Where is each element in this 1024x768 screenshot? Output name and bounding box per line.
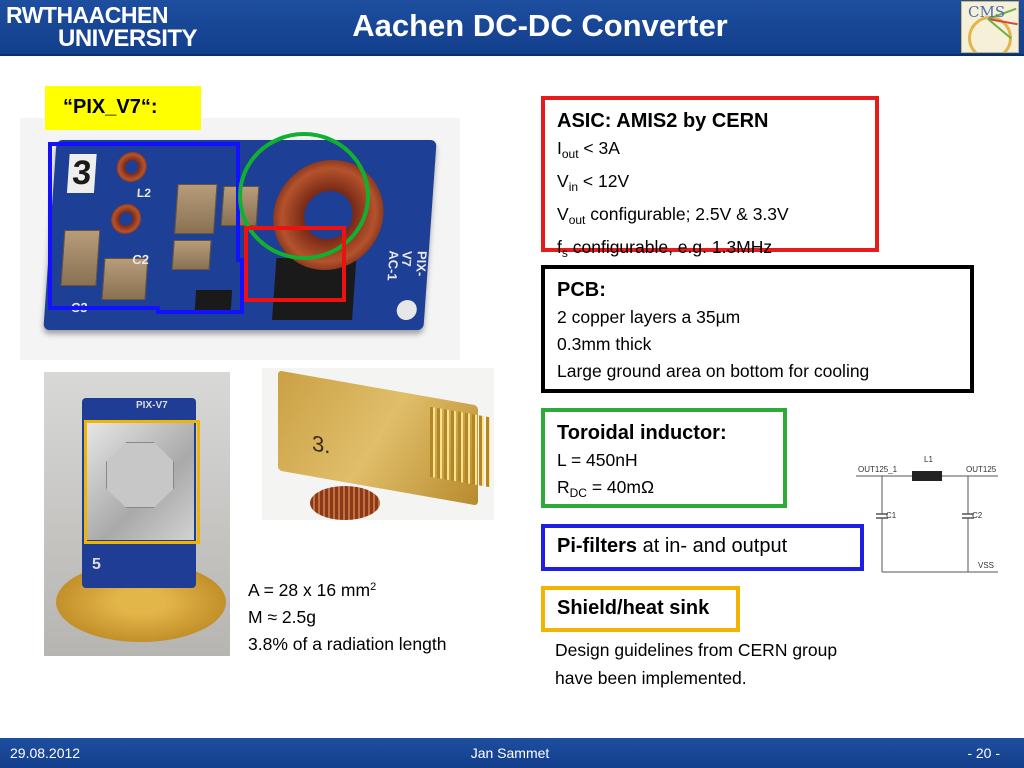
cms-logo-text: CMS: [968, 3, 1006, 21]
asic-title: ASIC: AMIS2 by CERN: [557, 110, 769, 132]
fs-line: fs configurable, e.g. 1.3MHz: [557, 234, 865, 267]
vin-subscript: in: [568, 180, 579, 194]
fs-value: configurable, e.g. 1.3MHz: [567, 237, 773, 257]
rwth-aachen-logo: RWTHAACHEN UNIVERSITY: [6, 2, 202, 52]
shield-outline: [84, 420, 200, 544]
silkscreen-3: 3.: [312, 430, 331, 459]
schematic-label-out-left: OUT125_1: [858, 465, 898, 474]
silkscreen-5: 5: [92, 556, 101, 573]
inductor-title: Toroidal inductor:: [557, 422, 727, 444]
silkscreen-pix-v7: PIX-V7: [136, 400, 168, 411]
schematic-label-c1: C1: [886, 511, 897, 520]
radiation-spec: 3.8% of a radiation length: [248, 634, 447, 654]
fs-subscript: s: [561, 246, 568, 260]
area-exponent: 2: [370, 581, 377, 593]
mass-label: M: [248, 607, 268, 627]
slide-footer: 29.08.2012 Jan Sammet - 20 -: [0, 738, 1024, 768]
slide-title: Aachen DC-DC Converter: [352, 8, 728, 43]
vout-symbol: V: [557, 204, 569, 224]
shield-octagon: [106, 442, 174, 508]
footer-author: Jan Sammet: [470, 745, 550, 761]
fs-symbol: f: [557, 237, 562, 257]
pi-filter-outline: [48, 142, 240, 262]
schematic-inductor: [912, 471, 942, 481]
shield-can: [86, 420, 194, 540]
footer-page-number: - 20 -: [967, 745, 1000, 761]
board-specs: A = 28 x 16 mm2 M ≈ 2.5g 3.8% of a radia…: [248, 574, 446, 658]
cms-logo: CMS: [961, 1, 1019, 53]
pi-filter-schematic: OUT125_1 L1 OUT125 C1 C2 VSS: [856, 455, 998, 573]
iout-symbol: I: [557, 138, 562, 158]
logo-line-1: RWTHAACHEN: [6, 2, 168, 28]
asic-outline: [244, 226, 346, 302]
toroid-edge: [310, 486, 380, 520]
schematic-label-l1: L1: [924, 455, 933, 464]
iout-value: < 3A: [578, 138, 620, 158]
vout-value: configurable; 2.5V & 3.3V: [585, 204, 789, 224]
vout-subscript: out: [568, 213, 586, 227]
pi-filter-rest: at in- and output: [637, 535, 788, 557]
schematic-label-c2: C2: [972, 511, 983, 520]
iout-subscript: out: [561, 147, 579, 161]
board-bottom-photo: 3.: [262, 368, 494, 520]
rdc-line: RDC = 40mΩ: [557, 474, 773, 507]
shield-box: Shield/heat sink: [541, 586, 740, 632]
rdc-symbol: R: [557, 477, 570, 497]
approx-symbol: ≈: [267, 607, 278, 627]
mass-value: 2.5g: [277, 607, 316, 627]
pix-v7-label: “PIX_V7“:: [45, 86, 201, 130]
note-line-1: Design guidelines from CERN group: [555, 640, 838, 660]
footer-date: 29.08.2012: [10, 745, 81, 761]
mass-spec: M ≈ 2.5g: [248, 604, 446, 631]
iout-line: Iout < 3A: [557, 135, 865, 168]
rdc-subscript: DC: [569, 486, 587, 500]
pi-filter-outline: [48, 258, 160, 310]
pcb-line-2: 0.3mm thick: [557, 334, 652, 354]
rdc-value: = 40mΩ: [586, 477, 655, 497]
pi-filter-bold: Pi-filters: [557, 535, 638, 557]
pcb-title: PCB:: [557, 279, 606, 301]
vin-symbol: V: [557, 171, 569, 191]
pi-filter-box: Pi-filters at in- and output: [541, 524, 864, 571]
inductance-line: L = 450nH: [557, 450, 638, 470]
silkscreen-pix-v7: PIX-V7: [398, 251, 430, 277]
pcb-line-3: Large ground area on bottom for cooling: [557, 361, 870, 381]
board-on-coin-photo: PIX-V7 5: [44, 372, 230, 656]
board-top-photo: 3 C3 C2 L2 PIX-V7 AC-1: [20, 118, 460, 360]
vin-value: < 12V: [578, 171, 630, 191]
area-spec: A = 28 x 16 mm2: [248, 574, 446, 604]
schematic-label-out-right: OUT125: [966, 465, 997, 474]
vout-line: Vout configurable; 2.5V & 3.3V: [557, 201, 865, 234]
pi-filter-outline: [156, 258, 244, 314]
pcb-box: PCB: 2 copper layers a 35µm 0.3mm thick …: [541, 265, 974, 393]
connector-pins: [430, 406, 490, 488]
inductor-box: Toroidal inductor: L = 450nH RDC = 40mΩ: [541, 408, 787, 508]
note-line-2: have been implemented.: [555, 668, 747, 688]
silkscreen-ac-1: AC-1: [384, 250, 402, 281]
shield-title: Shield/heat sink: [557, 597, 710, 619]
inductor-outline: [238, 132, 370, 260]
asic-box: ASIC: AMIS2 by CERN Iout < 3A Vin < 12V …: [541, 96, 879, 260]
mounting-hole: [396, 300, 418, 320]
vin-line: Vin < 12V: [557, 168, 865, 201]
schematic-label-vss: VSS: [978, 561, 994, 570]
slide-header: RWTHAACHEN UNIVERSITY Aachen DC-DC Conve…: [0, 0, 1024, 56]
area-text: A = 28 x 16 mm: [248, 580, 371, 600]
design-note: Design guidelines from CERN group have b…: [555, 636, 915, 692]
logo-line-2: UNIVERSITY: [58, 25, 198, 52]
pcb-line-1: 2 copper layers a 35µm: [557, 307, 741, 327]
